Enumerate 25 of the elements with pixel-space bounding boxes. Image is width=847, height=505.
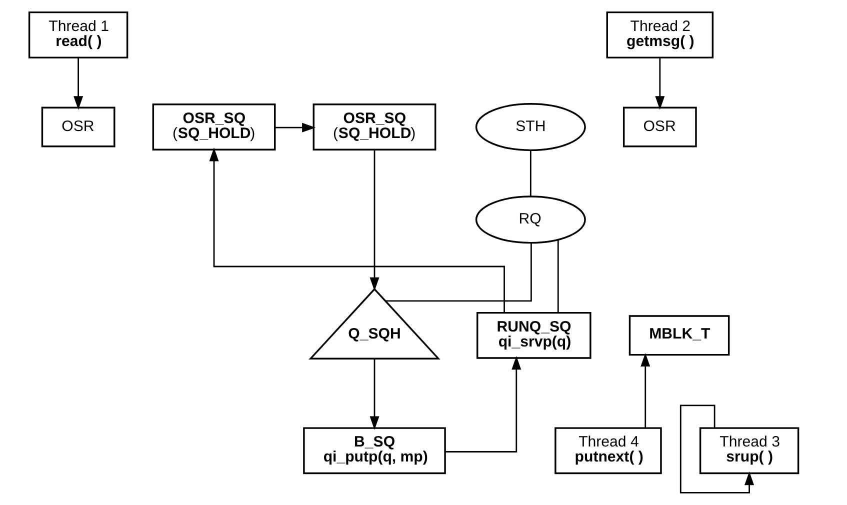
node-box: Thread 2 getmsg( ) (606, 11, 714, 58)
connector (386, 243, 532, 302)
node-box: B_SQ qi_putp(q, mp) (303, 427, 446, 474)
node-box: OSR_SQ (SQ_HOLD) (152, 104, 276, 150)
node-box: MBLK_T (628, 315, 730, 356)
arrow (445, 356, 522, 452)
arrow (275, 122, 316, 132)
node-box: OSR (622, 106, 697, 148)
node-box: OSR (41, 106, 116, 148)
arrow (370, 358, 380, 430)
arrow (640, 352, 650, 428)
node-box: OSR_SQ (SQ_HOLD) (312, 104, 436, 150)
node-ellipse: RQ (475, 196, 586, 244)
node-box: Thread 1 read( ) (28, 11, 128, 58)
node-box: RUNQ_SQ qi_srvp(q) (476, 312, 592, 359)
node-box: Thread 3 srup( ) (699, 427, 800, 474)
arrow (209, 148, 505, 312)
node-box: Thread 4 putnext( ) (554, 427, 662, 474)
arrow (74, 58, 84, 110)
connector (530, 150, 532, 196)
arrow (680, 404, 754, 494)
arrow (370, 150, 380, 291)
node-ellipse: STH (475, 103, 586, 152)
arrow (655, 58, 665, 110)
connector (557, 240, 559, 313)
